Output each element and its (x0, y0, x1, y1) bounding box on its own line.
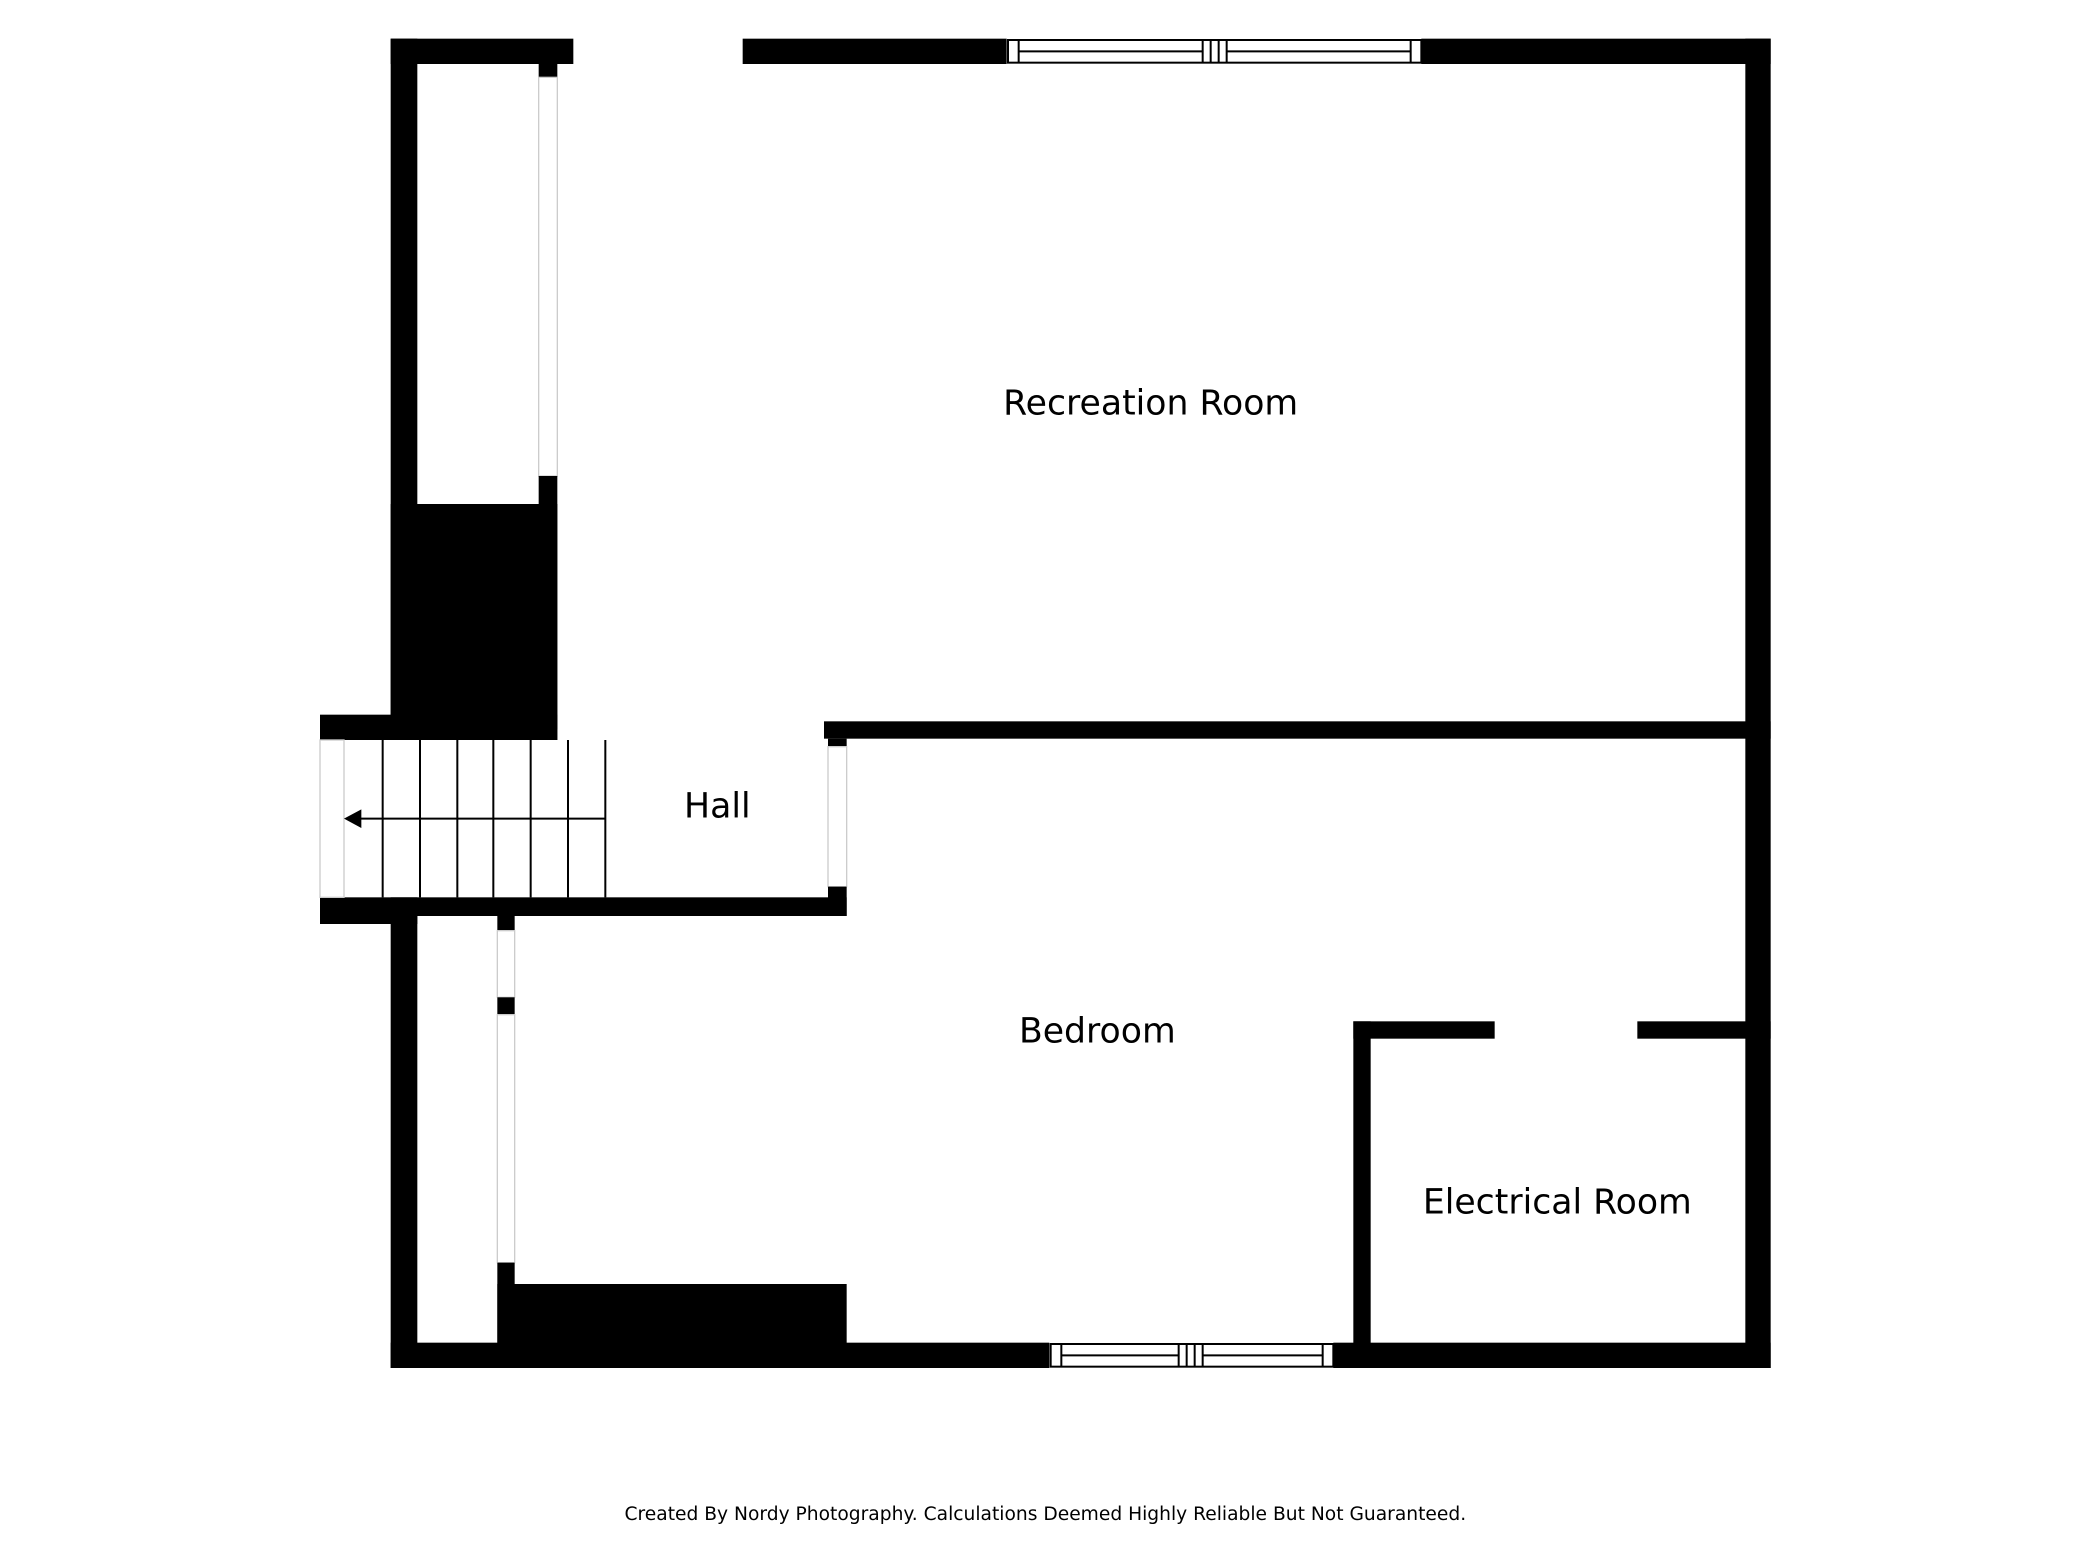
staircase (344, 740, 607, 898)
room-label-bedroom: Bedroom (1019, 1012, 1176, 1052)
window-top (1006, 39, 1423, 64)
room-label-recreation: Recreation Room (1003, 384, 1298, 424)
room-label-hall: Hall (684, 786, 751, 826)
stair-arrow-icon (344, 809, 362, 828)
footer-credit: Created By Nordy Photography. Calculatio… (625, 1504, 1467, 1525)
room-label-electrical: Electrical Room (1423, 1182, 1692, 1222)
walls (319, 38, 1771, 1369)
window-bottom (1049, 1343, 1335, 1368)
